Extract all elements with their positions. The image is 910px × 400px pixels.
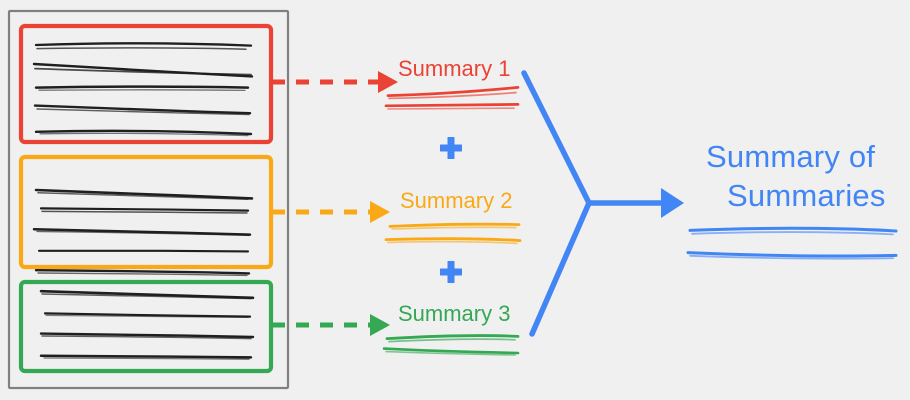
summary-1-label: Summary 1 xyxy=(398,56,511,81)
summary-1-underlines xyxy=(384,86,520,110)
chunk-1-box[interactable] xyxy=(18,23,274,145)
merge-connector xyxy=(521,70,663,337)
plus-operator-2 xyxy=(440,261,462,283)
chunk-3-text-lines xyxy=(39,289,255,360)
arrow-chunk3-to-summary3 xyxy=(272,314,390,336)
merge-arrowhead xyxy=(661,188,684,218)
chunk-2-box[interactable] xyxy=(18,154,274,270)
chunk-3-box[interactable] xyxy=(18,279,274,374)
summary-3-label: Summary 3 xyxy=(398,301,511,326)
arrow-chunk2-to-summary2 xyxy=(272,201,390,223)
plus-operator-1 xyxy=(440,137,462,159)
chunk-2-group[interactable] xyxy=(18,154,274,277)
summary-3-underlines xyxy=(382,334,520,356)
summary-2-label: Summary 2 xyxy=(400,188,513,213)
source-document-container xyxy=(7,9,290,390)
final-output-line-1: Summary of xyxy=(706,139,876,174)
chunk-1-group[interactable] xyxy=(18,23,274,145)
merge-branch-bottom xyxy=(529,200,592,337)
chunk-3-group[interactable] xyxy=(18,279,274,374)
final-output-underlines xyxy=(686,226,898,260)
merge-branch-top xyxy=(521,70,592,206)
chunk-1-text-lines xyxy=(32,42,254,137)
final-output-line-2: Summaries xyxy=(727,178,886,213)
summary-2-underlines xyxy=(384,222,522,245)
chunk-2-text-lines xyxy=(32,188,254,277)
chunk-to-summary-arrows xyxy=(272,71,398,336)
arrow-chunk1-to-summary1 xyxy=(272,71,398,93)
